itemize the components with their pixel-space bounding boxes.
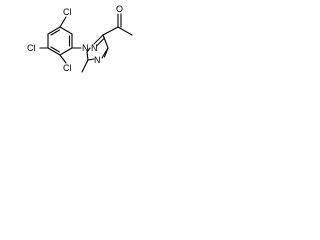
bond-cl-bottom [59,54,67,64]
structure-diagram: Cl Cl Cl N N N O [0,0,156,90]
bond-methyl [81,59,89,73]
atom-n4: N [94,55,101,65]
phenyl-ring [47,26,73,56]
atom-n1: N [82,43,89,53]
bond-acetyl [102,26,119,36]
atom-cl-left: Cl [27,43,36,53]
atom-n2: N [91,43,98,53]
molecule-drawing: Cl Cl Cl N N N O [27,4,133,73]
triazole-ring [86,34,109,61]
bond-cl-top [59,16,67,28]
atom-cl-bottom: Cl [63,63,72,73]
atom-o: O [116,4,123,14]
bond-acetyl-methyl [117,26,133,36]
atom-cl-top: Cl [63,7,72,17]
